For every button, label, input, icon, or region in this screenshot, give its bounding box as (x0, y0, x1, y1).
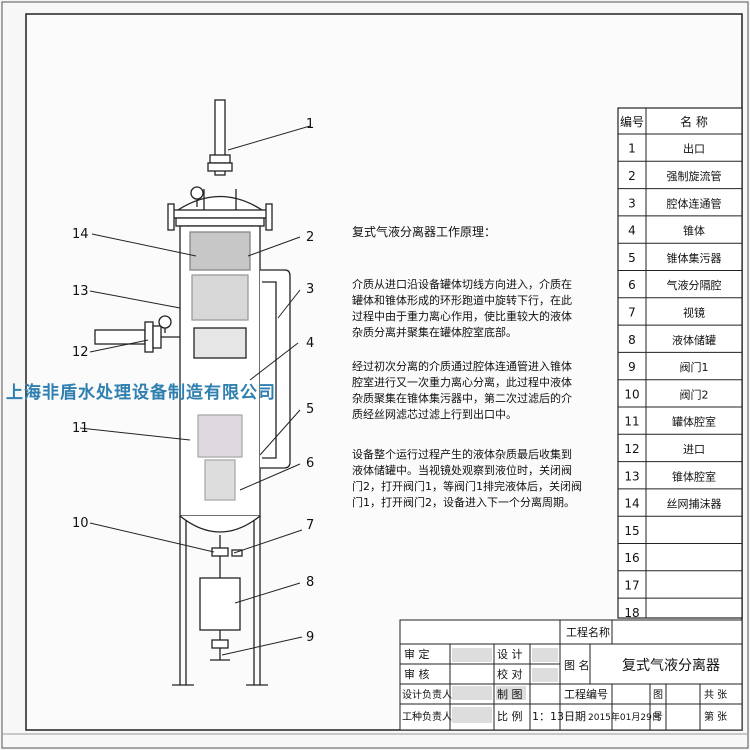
sheet-label: 图 (653, 689, 663, 701)
principle-p3-line: 门1，打开阀门2，设备进入下一个分离周期。 (352, 495, 575, 509)
parts-row-name: 液体储罐 (672, 333, 716, 347)
parts-row-number: 4 (628, 224, 636, 238)
parts-row-number: 8 (628, 333, 636, 347)
leader-label-6: 6 (306, 456, 314, 471)
parts-row-number: 7 (628, 305, 636, 319)
proofread-label: 校 对 (497, 667, 523, 681)
parts-row-name: 锥体 (683, 224, 705, 238)
parts-row-name: 强制旋流管 (667, 169, 722, 183)
parts-row-number: 18 (624, 606, 639, 620)
leader-label-13: 13 (72, 284, 89, 299)
date-label: 日期 (564, 710, 586, 723)
parts-row-number: 14 (624, 497, 639, 511)
leader-labels: 1 2 3 4 5 6 7 8 9 10 11 12 13 14 (72, 117, 314, 645)
leader-label-4: 4 (306, 336, 314, 351)
principle-p2-line: 质经丝网滤芯过滤上行到出口中。 (352, 407, 517, 421)
parts-row-number: 9 (628, 360, 636, 374)
parts-row-number: 10 (624, 387, 639, 401)
design-lead-label: 设计负责人 (402, 688, 452, 701)
leader-label-9: 9 (306, 630, 314, 645)
leader-label-11: 11 (72, 421, 89, 436)
leader-label-5: 5 (306, 402, 314, 417)
leader-label-14: 14 (72, 227, 89, 242)
leader-label-1: 1 (306, 117, 314, 132)
principle-p2-line: 经过初次分离的介质通过腔体连通管进入锥体 (352, 359, 572, 373)
parts-row-name: 气液分隔腔 (667, 278, 722, 292)
parts-row-name: 锥体集污器 (667, 251, 722, 265)
principle-p2-line: 杂质聚集在锥体集污器中，第二次过滤后的介 (352, 391, 572, 405)
leader-label-2: 2 (306, 230, 314, 245)
parts-row-number: 13 (624, 469, 639, 483)
title-block-text: 工程名称 图 名 复式气液分离器 审 定 审 核 设计负责人 工种负责人 设 计… (402, 625, 727, 723)
title-block (399, 619, 743, 731)
parts-row-name: 腔体连通管 (667, 196, 722, 210)
parts-row-name: 视镜 (683, 305, 705, 319)
leader-label-3: 3 (306, 282, 314, 297)
drawing-name-label: 图 名 (564, 658, 590, 672)
separator-vessel-drawing (94, 99, 291, 686)
principle-p3-line: 设备整个运行过程产生的液体杂质最后收集到 (352, 447, 572, 461)
parts-row-number: 12 (624, 442, 639, 456)
leader-label-8: 8 (306, 575, 314, 590)
design-label: 设 计 (497, 648, 523, 661)
page-label: 第 张 (704, 710, 727, 723)
drawing-name: 复式气液分离器 (622, 657, 720, 674)
check-label: 审 核 (404, 667, 430, 681)
date-value: 2015年01月29日 (588, 711, 661, 723)
working-principle: 复式气液分离器工作原理： 介质从进口沿设备罐体切线方向进入，介质在 罐体和锥体形… (352, 224, 582, 509)
parts-row-name: 进口 (683, 443, 705, 456)
parts-row-number: 5 (628, 251, 636, 265)
leader-label-12: 12 (72, 345, 89, 360)
scale-value: 1：13 (532, 710, 564, 723)
parts-row-name: 阀门1 (680, 360, 709, 374)
project-no-label: 工程编号 (564, 687, 608, 701)
parts-row-number: 15 (624, 524, 639, 538)
principle-p2-line: 腔室进行又一次重力离心分离，此过程中液体 (352, 375, 572, 389)
scale-label: 比 例 (497, 709, 523, 723)
draw-label: 制 图 (497, 688, 523, 701)
leader-label-7: 7 (306, 518, 314, 533)
parts-row-name: 阀门2 (680, 387, 709, 401)
parts-header-name: 名 称 (680, 114, 708, 129)
number-label: 号 (653, 711, 663, 723)
parts-row-number: 17 (624, 578, 639, 592)
parts-rows: 1 出口 2 强制旋流管 3 腔体连通管 4 锥体 5 锥体集污器 6 气液分隔腔 7 视镜 8 液体储罐 9 阀… (618, 133, 742, 626)
parts-header-no: 编号 (620, 114, 644, 129)
parts-row-number: 16 (624, 551, 639, 565)
parts-row-number: 3 (628, 196, 636, 210)
principle-p3-line: 门2，打开阀门1，等阀门1排完液体后，关闭阀 (352, 479, 582, 493)
parts-row-name: 锥体腔室 (672, 469, 716, 483)
total-sheets-label: 共 张 (704, 689, 727, 701)
leader-lines (79, 125, 311, 656)
leader-label-10: 10 (72, 516, 89, 531)
parts-row-number: 2 (628, 169, 636, 183)
principle-p1-line: 杂质分离并聚集在罐体腔室底部。 (352, 325, 517, 339)
company-watermark: 上海非盾水处理设备制造有限公司 (6, 383, 276, 403)
parts-row-number: 6 (628, 278, 636, 292)
principle-p1-line: 罐体和锥体形成的环形跑道中旋转下行，在此 (352, 293, 572, 307)
parts-row-number: 1 (628, 142, 636, 156)
principle-p1-line: 介质从进口沿设备罐体切线方向进入，介质在 (352, 277, 572, 291)
parts-row-name: 罐体腔室 (672, 415, 716, 429)
project-name-label: 工程名称 (566, 625, 610, 639)
review-label: 审 定 (404, 647, 430, 661)
parts-table-frame (617, 107, 743, 619)
principle-p1-line: 过程中由于重力离心作用，使比重较大的液体 (352, 309, 572, 323)
parts-row-number: 11 (624, 415, 639, 429)
trade-lead-label: 工种负责人 (402, 710, 452, 723)
principle-title: 复式气液分离器工作原理： (352, 224, 496, 239)
parts-row-name: 出口 (683, 142, 705, 156)
principle-p3-line: 液体储罐中。当视镜处观察到液位时，关闭阀 (352, 463, 572, 477)
parts-row-name: 丝网捕沫器 (667, 497, 722, 511)
parts-table: 编号 名 称 1 出口 2 强制旋流管 3 腔体连通管 4 锥体 5 锥体集污器 6 气液分隔腔 7 视镜… (617, 107, 743, 626)
